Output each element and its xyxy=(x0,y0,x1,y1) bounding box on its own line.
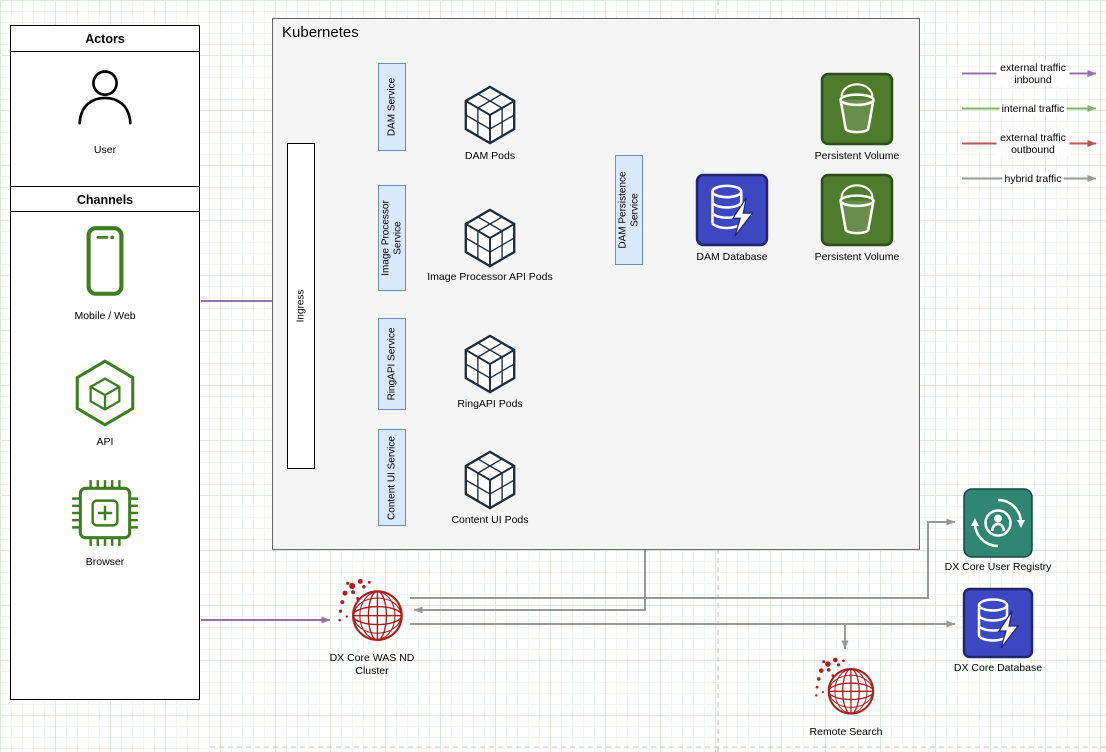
ringapi-pods-label: RingAPI Pods xyxy=(457,398,523,410)
dam-persistence-service-node[interactable]: DAM Persistence Service xyxy=(615,155,643,265)
channels-header: Channels xyxy=(11,186,199,212)
contentui-pods-icon[interactable] xyxy=(459,449,521,516)
browser-chip-icon xyxy=(68,480,142,554)
api-node[interactable]: API xyxy=(11,356,199,448)
dx-core-database-icon[interactable] xyxy=(962,587,1034,664)
api-icon xyxy=(68,359,142,434)
contentui-pods-label: Content UI Pods xyxy=(451,514,529,526)
ingress-label: Ingress xyxy=(295,289,307,323)
legend-internal: internal traffic xyxy=(960,91,1106,126)
user-icon xyxy=(67,70,143,142)
dx-core-cluster-icon[interactable] xyxy=(336,576,408,653)
dam-database-label: DAM Database xyxy=(696,251,768,263)
traffic-legend: external traffic inbound internal traffi… xyxy=(960,56,1106,196)
persistent-volume-bottom-icon[interactable] xyxy=(820,173,894,252)
remote-search-label: Remote Search xyxy=(809,726,883,738)
dam-persistence-service-label: DAM Persistence Service xyxy=(617,171,641,249)
legend-internal-label: internal traffic xyxy=(999,102,1067,115)
ingress-node[interactable]: Ingress xyxy=(287,143,315,469)
dx-core-user-registry-icon[interactable] xyxy=(962,487,1034,564)
remote-search-icon[interactable] xyxy=(813,655,879,726)
persistent-volume-top-label: Persistent Volume xyxy=(814,150,900,162)
contentui-service-label: Content UI Service xyxy=(386,435,398,520)
dam-pods-label: DAM Pods xyxy=(464,150,516,162)
ringapi-pods-icon[interactable] xyxy=(459,333,521,400)
mobile-web-node[interactable]: Mobile / Web xyxy=(11,222,199,322)
dx-core-database-label: DX Core Database xyxy=(953,662,1043,674)
legend-outbound-label: external traffic outbound xyxy=(996,131,1070,156)
actors-header: Actors xyxy=(11,26,199,52)
legend-inbound: external traffic inbound xyxy=(960,56,1106,91)
image-processor-service-node[interactable]: Image Processor Service xyxy=(378,185,406,291)
user-node[interactable]: User xyxy=(11,62,199,156)
image-processor-pods-icon[interactable] xyxy=(459,207,521,274)
mobile-label: Mobile / Web xyxy=(74,310,136,322)
ringapi-service-node[interactable]: RingAPI Service xyxy=(378,318,406,410)
persistent-volume-bottom-label: Persistent Volume xyxy=(814,251,900,263)
dam-pods-icon[interactable] xyxy=(459,84,521,151)
dam-service-label: DAM Service xyxy=(386,77,398,137)
browser-label: Browser xyxy=(85,556,125,568)
edge-dxcore-to-user-registry[interactable] xyxy=(410,518,956,599)
dx-core-user-registry-label: DX Core User Registry xyxy=(944,561,1052,573)
legend-outbound: external traffic outbound xyxy=(960,126,1106,161)
kubernetes-title: Kubernetes xyxy=(282,24,359,41)
image-processor-service-label: Image Processor Service xyxy=(380,200,404,276)
browser-node[interactable]: Browser xyxy=(11,476,199,568)
persistent-volume-top-icon[interactable] xyxy=(820,72,894,151)
api-label: API xyxy=(96,436,114,448)
dam-database-icon[interactable] xyxy=(695,173,769,252)
dam-service-node[interactable]: DAM Service xyxy=(378,63,406,151)
ringapi-service-label: RingAPI Service xyxy=(386,327,398,401)
dx-core-cluster-label: DX Core WAS ND Cluster xyxy=(329,652,415,677)
legend-hybrid-label: hybrid traffic xyxy=(1002,172,1064,185)
image-processor-pods-label: Image Processor API Pods xyxy=(427,271,553,283)
mobile-icon xyxy=(67,226,143,308)
user-label: User xyxy=(93,144,117,156)
legend-inbound-label: external traffic inbound xyxy=(996,61,1070,86)
legend-hybrid: hybrid traffic xyxy=(960,161,1106,196)
contentui-service-node[interactable]: Content UI Service xyxy=(378,429,406,526)
actors-channels-panel[interactable]: Actors User Channels Mobile / Web xyxy=(10,25,200,700)
